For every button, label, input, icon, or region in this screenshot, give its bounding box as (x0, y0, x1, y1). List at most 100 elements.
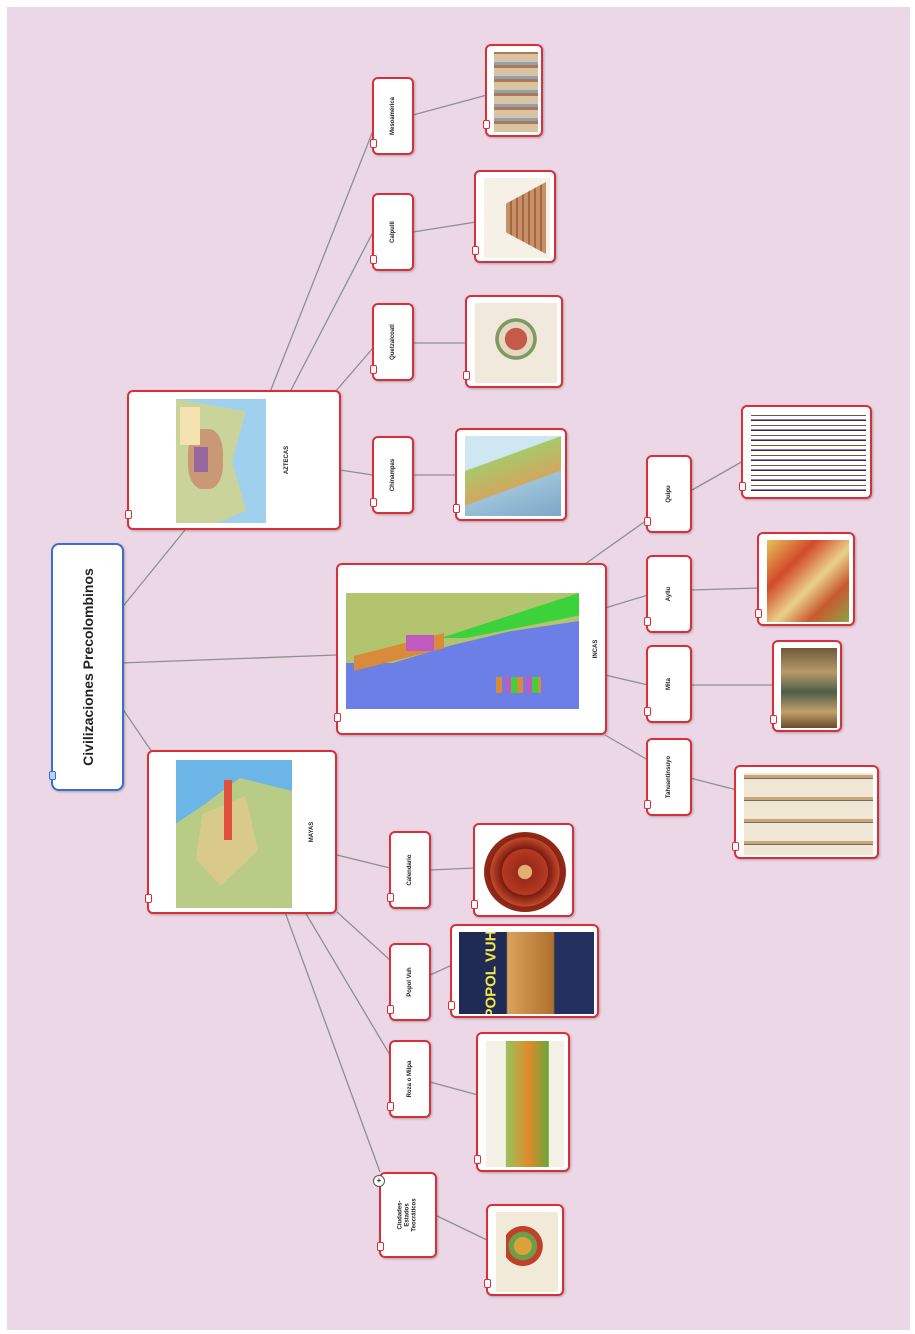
ayllu-node[interactable]: Ayllu (644, 555, 692, 633)
link-mesoamerica-pic (412, 94, 488, 116)
link-aztecas-calpulli (289, 231, 374, 393)
link-mayas-popolvuh (336, 911, 391, 961)
quetzalcoatl-node[interactable]: Quetzalcoatl (370, 303, 414, 381)
mita-workers (781, 648, 837, 728)
link-incas-tahuantinsuyo (604, 734, 649, 761)
mesoamerica-picture-node[interactable] (483, 44, 543, 137)
quipu-handle[interactable] (644, 517, 651, 526)
link-mayas-milpa (304, 911, 391, 1056)
ciudades-picture-node[interactable] (484, 1204, 564, 1296)
mita-label: Mita (666, 678, 672, 690)
mesoamerica-node[interactable]: Mesoamérica (370, 77, 414, 155)
popol-vuh-cover: POPOL VUH (459, 932, 594, 1014)
popol-vuh-handle[interactable] (387, 1005, 394, 1014)
quetzalcoatl-codex (475, 303, 557, 383)
ciudades-picture-handle[interactable] (484, 1279, 491, 1288)
link-aztecas-chinampas (339, 469, 374, 476)
chinampas-illustration (465, 436, 561, 516)
ciudades-label: Ciudades- Estados Teocráticos (398, 1198, 419, 1231)
link-calpulli-pic (412, 221, 477, 233)
mayas-handle[interactable] (145, 894, 152, 903)
calendario-label: Calendario (407, 854, 413, 886)
maya-codex-figure (496, 1212, 558, 1292)
calpulli-label: Calpulli (390, 221, 396, 243)
quetzalcoatl-picture-node[interactable] (463, 295, 563, 388)
quetzalcoatl-handle[interactable] (370, 365, 377, 374)
ayllu-painting (767, 540, 849, 622)
mita-node[interactable]: Mita (644, 645, 692, 723)
link-tahuantinsuyo-pic (689, 777, 738, 791)
chinampas-label: Chinampas (390, 458, 396, 492)
link-popolvuh-pic (429, 964, 453, 976)
chinampas-picture-node[interactable] (453, 428, 567, 521)
mita-picture-node[interactable] (770, 640, 842, 732)
mesoamerica-label: Mesoamérica (390, 96, 396, 136)
roza-milpa-label: Roza o Milpa (407, 1060, 413, 1098)
inca-map-image (346, 593, 579, 709)
ciudades-node[interactable]: Ciudades- Estados Teocráticos (377, 1172, 437, 1258)
expand-marker[interactable]: + (373, 1175, 385, 1187)
aztec-codex-scene (494, 52, 538, 132)
mesoamerica-handle[interactable] (370, 139, 377, 148)
mesoamerica-picture-handle[interactable] (483, 120, 490, 129)
calpulli-picture-handle[interactable] (472, 246, 479, 255)
chinampas-node[interactable]: Chinampas (370, 436, 414, 514)
link-quipu-pic (691, 459, 746, 491)
roza-milpa-node[interactable]: Roza o Milpa (387, 1040, 431, 1118)
roza-milpa-picture-handle[interactable] (474, 1155, 481, 1164)
mayas-node[interactable]: MAYAS (145, 750, 337, 914)
quipu-picture-handle[interactable] (739, 482, 746, 491)
calpulli-picture-node[interactable] (472, 170, 556, 263)
link-incas-quipu (584, 519, 648, 565)
calendario-picture-node[interactable] (471, 823, 574, 917)
chinampas-handle[interactable] (370, 498, 377, 507)
link-calendario-pic (429, 867, 476, 871)
incas-node[interactable]: INCAS (334, 563, 607, 735)
quetzalcoatl-label: Quetzalcoatl (390, 324, 396, 360)
calpulli-node[interactable]: Calpulli (370, 193, 414, 271)
link-mayas-calendario (336, 854, 391, 869)
incas-handle[interactable] (334, 713, 341, 722)
calendario-handle[interactable] (387, 893, 394, 902)
aztecas-node[interactable]: AZTECAS (125, 390, 341, 530)
calendario-picture-handle[interactable] (471, 900, 478, 909)
mita-handle[interactable] (644, 707, 651, 716)
popol-vuh-picture-node[interactable]: POPOL VUH (448, 924, 599, 1018)
roza-milpa-handle[interactable] (387, 1102, 394, 1111)
tahuantinsuyo-node[interactable]: Tahuantinsuyo (644, 738, 692, 816)
pyramid-illustration (484, 178, 550, 258)
quipu-picture-node[interactable] (739, 405, 872, 499)
quipu-cords (751, 413, 866, 495)
milpa-farming-scene (486, 1041, 564, 1167)
chinampas-picture-handle[interactable] (453, 504, 460, 513)
ayllu-picture-handle[interactable] (755, 609, 762, 618)
popol-vuh-node[interactable]: Popol Vuh (387, 943, 431, 1021)
tahuantinsuyo-picture-handle[interactable] (732, 842, 739, 851)
quipu-label: Quipu (666, 485, 672, 503)
link-milpa-pic (429, 1081, 479, 1096)
tahuantinsuyo-handle[interactable] (644, 800, 651, 809)
popol-vuh-picture-handle[interactable] (448, 1001, 455, 1010)
root-node[interactable]: Civilizaciones Precolombinos (49, 543, 124, 791)
roza-milpa-picture-node[interactable] (474, 1032, 570, 1172)
ayllu-handle[interactable] (644, 617, 651, 626)
ciudades-label-line-2: Estados (404, 1203, 411, 1227)
tahuantinsuyo-picture-node[interactable] (732, 765, 879, 859)
mita-picture-handle[interactable] (770, 715, 777, 724)
popol-vuh-label: Popol Vuh (407, 967, 413, 997)
link-aztecas-quetzalcoatl (334, 347, 374, 393)
maya-map-image (176, 760, 292, 908)
maya-calendar-disc (484, 832, 566, 912)
root-handle[interactable] (49, 771, 56, 780)
root-title: Civilizaciones Precolombinos (79, 568, 96, 766)
ayllu-picture-node[interactable] (755, 532, 855, 626)
calpulli-handle[interactable] (370, 255, 377, 264)
aztecas-handle[interactable] (125, 510, 132, 519)
calendario-node[interactable]: Calendario (387, 831, 431, 909)
ciudades-handle[interactable] (377, 1242, 384, 1251)
link-incas-ayllu (604, 594, 649, 609)
quetzalcoatl-picture-handle[interactable] (463, 371, 470, 380)
ciudades-label-line-3: Teocráticos (411, 1198, 418, 1232)
quipu-node[interactable]: Quipu (644, 455, 692, 533)
